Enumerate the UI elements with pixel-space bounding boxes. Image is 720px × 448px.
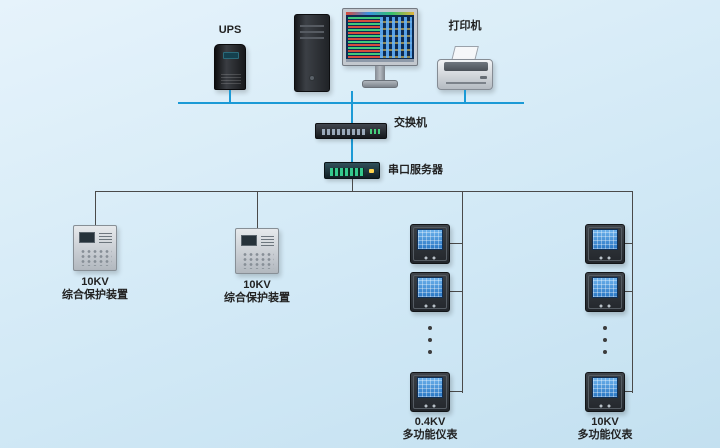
meter-2b-stub	[625, 291, 632, 292]
meter-2c-stub	[625, 391, 632, 392]
protection-1-drop-line	[95, 192, 96, 225]
meter-column-2-riser	[632, 192, 633, 393]
serial-server-led	[369, 169, 374, 173]
network-bus-line	[178, 102, 524, 104]
switch-uplink-line	[351, 104, 353, 123]
meter-column-2-voltage: 10KV	[591, 416, 619, 428]
monitor-screen-charts	[380, 17, 412, 58]
meter-device	[410, 224, 450, 264]
protection-1-screen	[79, 232, 95, 243]
monitor	[342, 8, 418, 92]
meter-buttons	[597, 304, 613, 308]
computer-drop-line	[351, 91, 353, 102]
printer-output-slot	[446, 82, 486, 84]
meter-buttons	[422, 404, 438, 408]
switch-serial-line	[351, 139, 353, 162]
pc-power-button	[309, 75, 315, 81]
protection-2-screen	[241, 235, 257, 246]
meter-buttons	[597, 404, 613, 408]
meter-screen	[592, 277, 618, 298]
meter-1a-stub	[450, 243, 462, 244]
protection-2-leds	[261, 235, 274, 246]
monitor-screen-data-table	[348, 17, 380, 58]
switch-device	[315, 123, 387, 139]
field-bus-line	[95, 191, 633, 192]
ellipsis-dots	[428, 326, 432, 362]
protection-2-label: 10KV 综合保护装置	[207, 279, 307, 305]
printer-body	[437, 59, 493, 90]
dot	[603, 338, 607, 342]
meter-screen	[592, 229, 618, 250]
ups-vents	[221, 72, 241, 84]
serial-server-label: 串口服务器	[388, 164, 443, 176]
switch-leds	[370, 129, 380, 134]
meter-1c-stub	[450, 391, 462, 392]
serial-drop-line	[352, 179, 353, 191]
monitor-screen-titlebar	[346, 12, 414, 15]
meter-2a-stub	[625, 243, 632, 244]
protection-2-drop-line	[257, 192, 258, 228]
printer-label: 打印机	[448, 20, 482, 32]
monitor-stand-neck	[375, 66, 385, 80]
monitor-frame	[342, 8, 418, 66]
meter-device	[585, 372, 625, 412]
ups-drop-line	[229, 90, 231, 102]
meter-screen	[417, 229, 443, 250]
meter-screen	[417, 277, 443, 298]
meter-column-1-voltage: 0.4KV	[414, 416, 446, 428]
switch-ports	[322, 129, 366, 135]
switch-label: 交换机	[394, 117, 427, 129]
printer-drop-line	[464, 90, 466, 102]
meter-device	[410, 372, 450, 412]
monitor-stand-base	[362, 80, 398, 88]
ups-display	[223, 52, 239, 59]
meter-column-1-name: 多功能仪表	[402, 429, 458, 441]
meter-screen	[592, 377, 618, 398]
dot	[428, 338, 432, 342]
monitor-screen	[346, 12, 414, 62]
meter-column-1-label: 0.4KV 多功能仪表	[380, 416, 480, 442]
meter-column-2-label: 10KV 多功能仪表	[555, 416, 655, 442]
printer-feed-tray	[444, 62, 488, 71]
monitor-screen-taskbar	[346, 59, 414, 62]
meter-device	[585, 272, 625, 312]
pc-drive-bays	[300, 21, 324, 39]
protection-device-2	[235, 228, 279, 274]
protection-1-name: 综合保护装置	[62, 289, 128, 301]
dot	[428, 350, 432, 354]
meter-buttons	[422, 304, 438, 308]
ups-label: UPS	[218, 24, 242, 36]
serial-server-device	[324, 162, 380, 179]
pc-tower	[294, 14, 330, 92]
protection-1-keypad	[79, 248, 112, 266]
printer-device	[437, 46, 493, 90]
meter-column-1-riser	[462, 192, 463, 393]
protection-2-voltage: 10KV	[243, 279, 271, 291]
dot	[603, 326, 607, 330]
protection-device-1	[73, 225, 117, 271]
meter-device	[585, 224, 625, 264]
meter-1b-stub	[450, 291, 462, 292]
meter-buttons	[597, 256, 613, 260]
dot	[428, 326, 432, 330]
ups-device	[214, 44, 246, 90]
protection-1-voltage: 10KV	[81, 276, 109, 288]
protection-2-name: 综合保护装置	[224, 292, 290, 304]
meter-screen	[417, 377, 443, 398]
dot	[603, 350, 607, 354]
meter-device	[410, 272, 450, 312]
protection-1-label: 10KV 综合保护装置	[45, 276, 145, 302]
meter-column-2-name: 多功能仪表	[577, 429, 633, 441]
serial-server-ports	[330, 168, 364, 176]
ellipsis-dots	[603, 326, 607, 362]
protection-1-leds	[99, 232, 112, 243]
meter-buttons	[422, 256, 438, 260]
printer-button	[480, 76, 487, 79]
protection-2-keypad	[241, 251, 274, 269]
